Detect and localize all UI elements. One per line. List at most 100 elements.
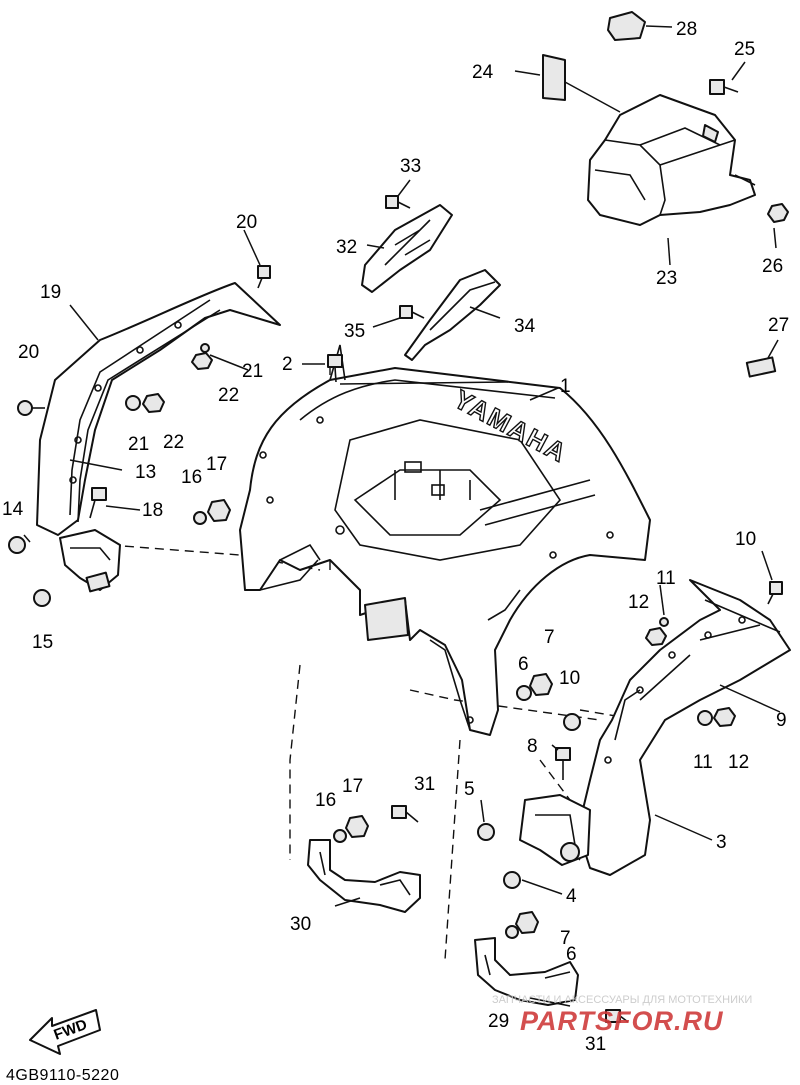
washer-16-lower [333,829,347,843]
callout-16-top: 16 [181,467,202,488]
callout-23: 23 [656,268,677,289]
callout-9: 9 [776,710,787,731]
washer-6-mid [516,685,532,701]
callout-20-left: 20 [18,342,39,363]
callout-11-top: 11 [656,568,676,589]
callout-13: 13 [135,462,156,483]
nut-17-top [207,499,231,522]
fwd-arrow: FWD [29,1009,101,1055]
bolt-35 [399,305,425,319]
callout-19: 19 [40,282,61,303]
bolt-2 [327,354,343,383]
callout-26: 26 [762,256,783,277]
callout-14: 14 [2,499,24,520]
bracket-32 [361,204,453,293]
grommet-27 [745,356,777,378]
right-mudflap-assembly [519,579,791,876]
nut-7-lower [515,911,539,934]
nut-22-top [191,352,213,370]
tool-box [542,54,756,226]
callout-34: 34 [514,316,536,337]
callout-35: 35 [344,321,365,342]
callout-2: 2 [282,354,293,375]
callout-18: 18 [142,500,163,521]
callout-8: 8 [527,736,538,757]
bolt-8 [555,747,571,780]
callout-28: 28 [676,19,697,40]
nut-22-left [142,393,165,413]
callout-5: 5 [464,779,475,800]
callout-16-lower: 16 [315,790,336,811]
callout-4: 4 [566,886,577,907]
callout-17-lower: 17 [342,776,363,797]
nut-26 [767,203,789,223]
watermark-tagline: ЗАПЧАСТИ И АКСЕССУАРЫ ДЛЯ МОТОТЕХНИКИ [492,994,752,1006]
callout-32: 32 [336,237,357,258]
bolt-31-upper [391,805,419,823]
bolt-31-lower [605,1009,629,1023]
screw-14 [8,536,26,554]
nut-17-lower [345,815,369,838]
bracket-30 [307,839,421,913]
clip-28 [607,11,646,41]
callout-11-right: 11 [693,752,713,773]
callout-22-left: 22 [163,432,184,453]
callout-20-top: 20 [236,212,257,233]
watermark: ЗАПЧАСТИ И АКСЕССУАРЫ ДЛЯ МОТОТЕХНИКИ PA… [492,994,752,1036]
spring-21-top [200,343,210,353]
screw-20-left [17,400,45,416]
rear-fender: YAMAHA [239,344,651,736]
bracket-29 [474,937,579,1006]
washer-16-top [193,511,207,525]
left-mudflap-assembly [36,282,281,593]
leader-lines [23,25,781,1007]
screw-20-top [257,265,271,289]
callout-30: 30 [290,914,311,935]
callout-7-lower: 7 [560,928,571,949]
bolt-25 [709,79,739,95]
callout-7-mid: 7 [544,627,555,648]
callout-numbers: 1 2 3 4 5 6 6 7 7 8 9 10 10 11 11 12 12 … [2,19,789,1055]
callout-17-top: 17 [206,454,227,475]
washer-6-lower [505,925,519,939]
nut-12-right [713,707,736,727]
watermark-logo: PARTSFOR.RU [520,1006,724,1036]
callout-21-left: 21 [128,434,149,455]
callout-10-mid: 10 [559,668,580,689]
callout-3: 3 [716,832,727,853]
callout-31-lower: 31 [585,1034,606,1055]
callout-24: 24 [472,62,494,83]
callout-12-top: 12 [628,592,649,613]
nut-7-mid [529,673,553,696]
callout-25: 25 [734,39,755,60]
screw-15 [33,589,51,607]
screw-4 [503,871,521,889]
callout-31-upper: 31 [414,774,435,795]
screw-5 [477,823,495,841]
bolt-33 [385,195,411,209]
bracket-34 [404,269,501,361]
callout-22-top: 22 [218,385,239,406]
washer-21-left [125,395,141,411]
callout-33: 33 [400,156,421,177]
callout-29: 29 [488,1011,509,1032]
washer-11-right [697,710,713,726]
fwd-arrow-icon [29,1009,101,1055]
spring-11-top [659,617,669,627]
screw-10-mid [563,713,581,731]
bolt-18 [89,487,107,519]
nut-12-top [645,627,667,646]
callout-6-lower: 6 [566,944,577,965]
callout-27: 27 [768,315,789,336]
callout-10-top: 10 [735,529,756,550]
callout-21-top: 21 [242,361,263,382]
hardware [8,11,789,1023]
callout-6-mid: 6 [518,654,529,675]
screw-10-top [767,581,783,605]
callout-15: 15 [32,632,53,653]
brackets [307,204,579,1006]
drawing-code: 4GB9110-5220 [6,1067,119,1084]
callout-1: 1 [560,376,571,397]
callout-12-right: 12 [728,752,749,773]
